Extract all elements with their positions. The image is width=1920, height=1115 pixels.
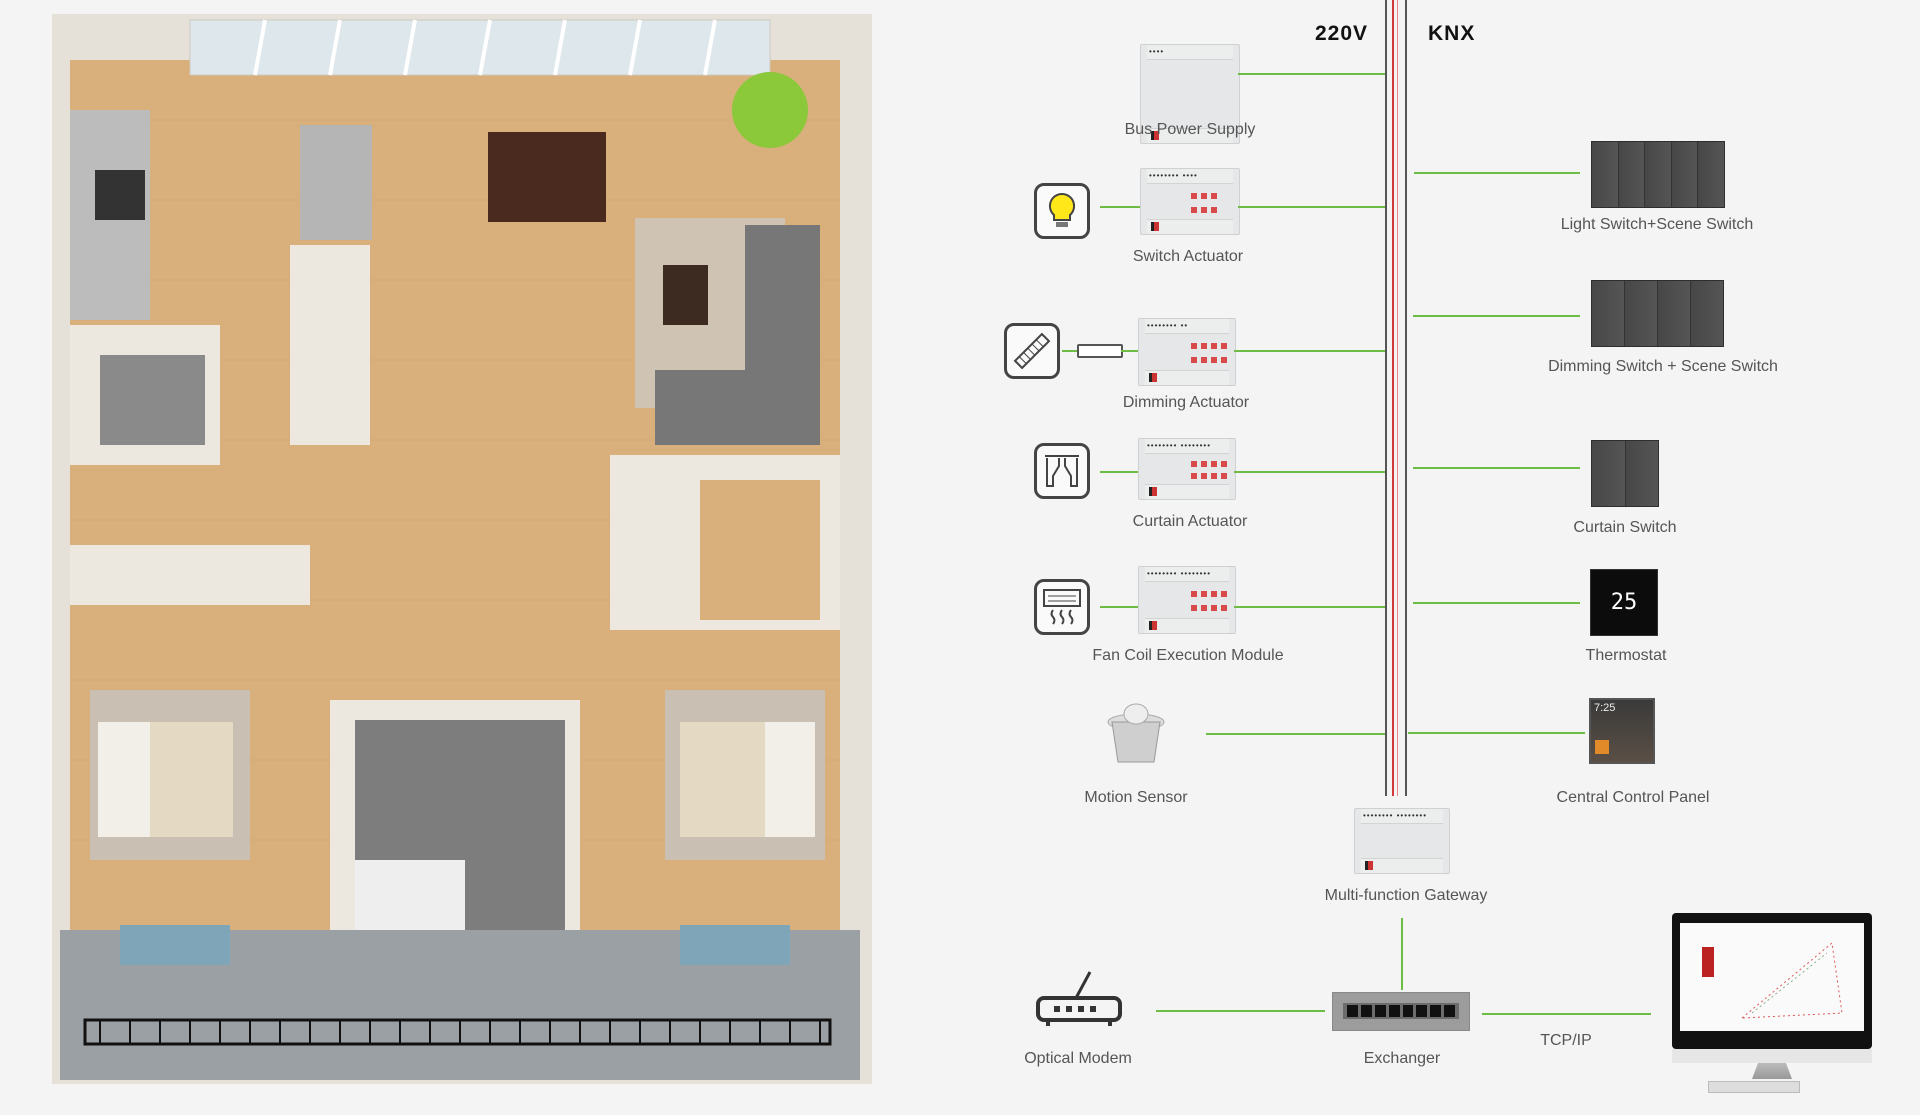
air-conditioner-icon — [1034, 579, 1090, 635]
device-label: Dimming Switch + Scene Switch — [1548, 358, 1778, 375]
router-icon — [1036, 971, 1122, 1026]
curtain-icon — [1034, 443, 1090, 499]
device-label: Curtain Switch — [1573, 519, 1677, 536]
connection-line — [1482, 1013, 1651, 1015]
device-label: Thermostat — [1585, 647, 1667, 664]
led-strip-icon — [1004, 323, 1060, 379]
bus-line-dark — [1385, 0, 1387, 796]
bus-power-supply-module[interactable]: •••• — [1140, 44, 1240, 144]
connection-line — [1234, 606, 1385, 608]
dimming-scene-switch-panel[interactable] — [1591, 280, 1724, 347]
connection-line — [1238, 206, 1385, 208]
connection-line — [1121, 350, 1138, 352]
curtain-actuator-module[interactable]: •••••••• •••••••• — [1138, 438, 1236, 500]
network-switch-device[interactable] — [1332, 992, 1470, 1031]
light-scene-switch-panel[interactable] — [1591, 141, 1725, 208]
light-bulb-icon — [1034, 183, 1090, 239]
bus-line-red — [1397, 0, 1398, 796]
connection-line — [1413, 315, 1580, 317]
connection-line — [1206, 733, 1385, 735]
device-label: Central Control Panel — [1556, 789, 1710, 806]
bus-line-red — [1392, 0, 1394, 796]
protocol-label: TCP/IP — [1540, 1032, 1592, 1049]
fan-coil-execution-module[interactable]: •••••••• •••••••• — [1138, 566, 1236, 634]
device-label: Dimming Actuator — [1122, 394, 1250, 411]
connection-line — [1100, 471, 1138, 473]
gateway-label: Multi-function Gateway — [1324, 887, 1488, 904]
connection-line — [1100, 206, 1140, 208]
connection-line — [1234, 471, 1385, 473]
device-label: Switch Actuator — [1132, 248, 1244, 265]
connection-line — [1234, 350, 1385, 352]
device-label: Light Switch+Scene Switch — [1560, 216, 1754, 233]
thermostat-device[interactable]: 25 — [1590, 569, 1658, 636]
device-label: Curtain Actuator — [1132, 513, 1248, 530]
connection-line — [1100, 606, 1138, 608]
panel-clock: 7:25 — [1594, 702, 1616, 714]
connection-line — [1414, 172, 1580, 174]
bus-line-dark — [1405, 0, 1407, 796]
connection-line — [1062, 350, 1077, 352]
connection-line — [1413, 602, 1580, 604]
curtain-switch-panel[interactable] — [1591, 440, 1659, 507]
device-label: Fan Coil Execution Module — [1092, 647, 1284, 664]
central-control-panel-device[interactable]: 7:25 — [1589, 698, 1655, 764]
connection-line — [1156, 1010, 1325, 1012]
exchanger-label: Exchanger — [1363, 1050, 1441, 1067]
connection-line — [1413, 467, 1580, 469]
switch-actuator-module[interactable]: •••••••• •••• — [1140, 168, 1240, 235]
led-driver-icon — [1077, 344, 1123, 358]
connection-line — [1238, 73, 1385, 75]
device-label: Motion Sensor — [1084, 789, 1188, 806]
power-bus-label: 220V — [1315, 22, 1369, 45]
device-label: Bus Power Supply — [1124, 121, 1256, 138]
multi-function-gateway-module[interactable]: •••••••• •••••••• — [1354, 808, 1450, 874]
connection-line — [1401, 918, 1403, 990]
floor-plan-image — [52, 14, 872, 1084]
motion-sensor-icon — [1107, 703, 1165, 763]
thermostat-display: 25 — [1610, 590, 1638, 615]
knx-bus-label: KNX — [1428, 22, 1476, 45]
computer-monitor-icon — [1672, 913, 1872, 1093]
dimming-actuator-module[interactable]: •••••••• •• — [1138, 318, 1236, 386]
connection-line — [1408, 732, 1585, 734]
modem-label: Optical Modem — [1024, 1050, 1132, 1067]
